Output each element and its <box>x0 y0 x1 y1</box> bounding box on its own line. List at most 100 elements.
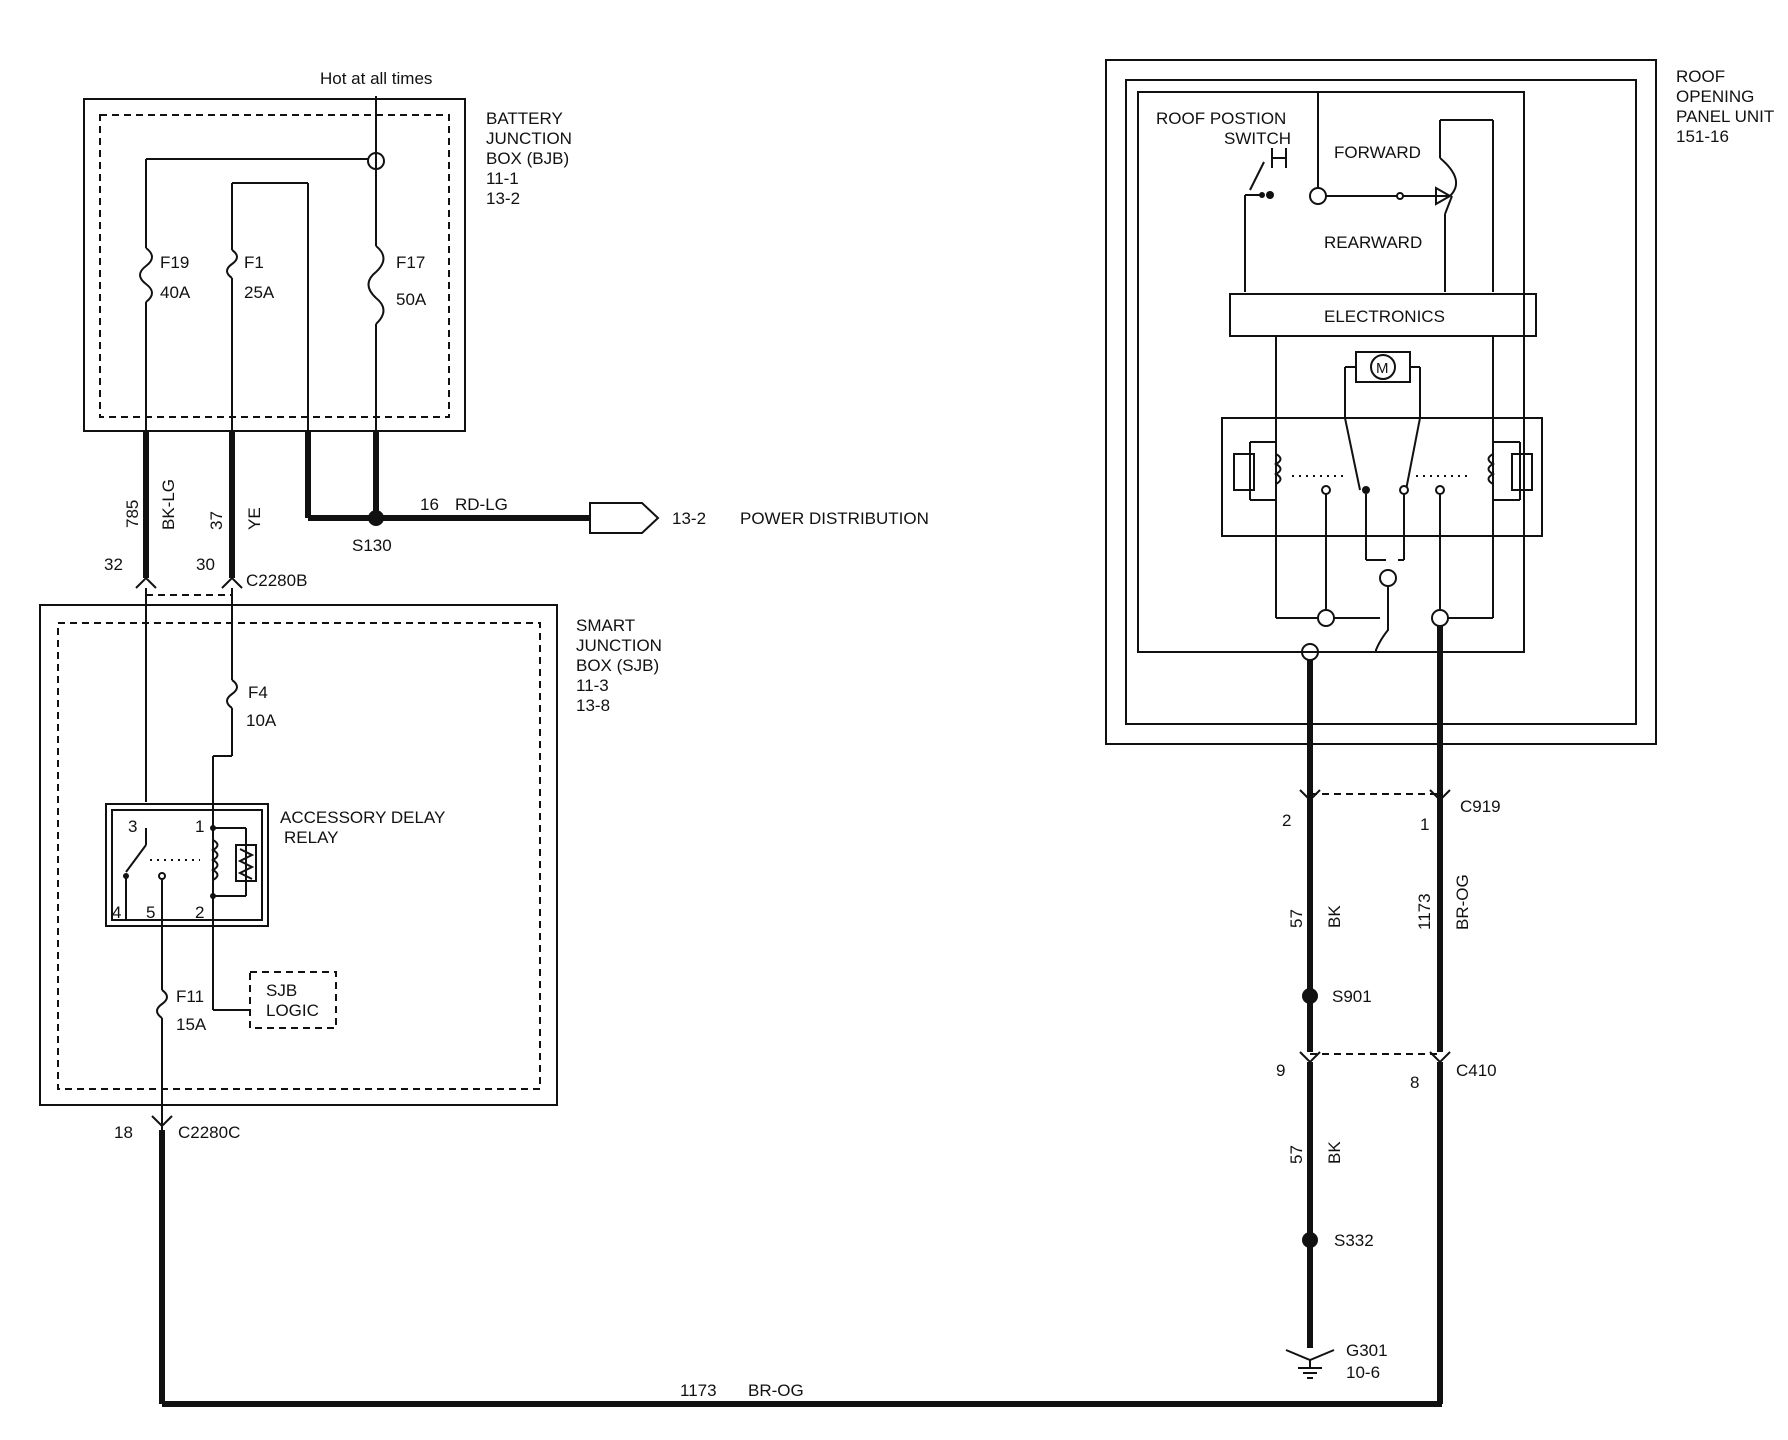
svg-text:F17: F17 <box>396 253 425 272</box>
wire-57-color-a: BK <box>1325 905 1344 928</box>
electronics-block <box>1229 293 1537 337</box>
fuse-f19: F19 40A <box>139 247 191 303</box>
bjb-dashed-boundary <box>99 114 450 418</box>
svg-text:15A: 15A <box>176 1015 207 1034</box>
svg-text:151-16: 151-16 <box>1676 127 1729 146</box>
c919-pin-2: 2 <box>1282 811 1291 830</box>
relay-coil-left <box>1233 441 1282 501</box>
ropu-internal-boundary <box>1137 91 1525 653</box>
svg-text:F19: F19 <box>160 253 189 272</box>
svg-text:50A: 50A <box>396 290 427 309</box>
pin-32: 32 <box>104 555 123 574</box>
pin-30: 30 <box>196 555 215 574</box>
sjb-dashed-boundary <box>57 622 541 1090</box>
c919-pin-1: 1 <box>1420 815 1429 834</box>
relay-label-2: RELAY <box>284 828 339 847</box>
wire-57-color-b: BK <box>1325 1141 1344 1164</box>
svg-text:13-8: 13-8 <box>576 696 610 715</box>
ground-id: G301 <box>1346 1341 1388 1360</box>
switch-junction <box>1309 187 1327 205</box>
svg-text:ROOF: ROOF <box>1676 67 1725 86</box>
svg-text:F4: F4 <box>248 683 268 702</box>
wire-1173-color: BR-OG <box>1453 874 1472 930</box>
svg-text:11-3: 11-3 <box>576 676 609 695</box>
svg-text:10A: 10A <box>246 711 277 730</box>
ropu-label: ROOF OPENING PANEL UNIT 151-16 <box>1676 67 1774 146</box>
svg-text:3: 3 <box>128 817 137 836</box>
wire-785-color: BK-LG <box>159 479 178 530</box>
hot-label: Hot at all times <box>320 69 432 88</box>
relay-label-1: ACCESSORY DELAY <box>280 808 445 827</box>
s332-label: S332 <box>1334 1231 1374 1250</box>
ground-symbol <box>1285 1349 1335 1379</box>
ropu-outer-box <box>1105 59 1657 745</box>
sjb-logic-label-2: LOGIC <box>266 1001 319 1020</box>
svg-text:40A: 40A <box>160 283 191 302</box>
svg-text:4: 4 <box>112 903 121 922</box>
splice-s130 <box>368 510 384 526</box>
accessory-delay-relay: 3 1 4 5 2 <box>105 803 269 927</box>
sjb-logic-label-1: SJB <box>266 981 297 1000</box>
c410-pin-9: 9 <box>1276 1061 1285 1080</box>
splice-s901 <box>1302 988 1318 1004</box>
svg-text:SMART: SMART <box>576 616 635 635</box>
svg-text:5: 5 <box>146 903 155 922</box>
svg-text:OPENING: OPENING <box>1676 87 1754 106</box>
power-distribution-connector <box>589 502 660 534</box>
wire-1173-circuit: 1173 <box>1415 893 1434 930</box>
bottom-wire-circuit: 1173 <box>680 1381 717 1400</box>
connector-c410: C410 <box>1456 1061 1497 1080</box>
forward-label: FORWARD <box>1334 143 1421 162</box>
bjb-label: BATTERY JUNCTION BOX (BJB) 11-1 13-2 <box>486 109 572 208</box>
relay-coil-right <box>1487 441 1533 501</box>
svg-text:1: 1 <box>195 817 204 836</box>
svg-text:M: M <box>1376 360 1389 377</box>
power-destination: POWER DISTRIBUTION <box>740 509 929 528</box>
sjb-logic-box <box>249 971 337 1029</box>
fuse-f1: F1 25A <box>226 249 275 302</box>
svg-text:25A: 25A <box>244 283 275 302</box>
splice-s332 <box>1302 1232 1318 1248</box>
roof-position-switch <box>1245 148 1287 199</box>
sjb-box <box>39 604 558 1106</box>
roof-switch-label-2: SWITCH <box>1224 129 1291 148</box>
svg-text:2: 2 <box>195 903 204 922</box>
svg-text:JUNCTION: JUNCTION <box>486 129 572 148</box>
rearward-label: REARWARD <box>1324 233 1422 252</box>
motor: M <box>1355 351 1411 383</box>
wire-785-circuit: 785 <box>123 500 142 528</box>
wire-37-color: YE <box>245 507 264 530</box>
wire-37-circuit: 37 <box>207 511 226 530</box>
svg-text:BATTERY: BATTERY <box>486 109 563 128</box>
fuse-f17: F17 50A <box>367 245 427 325</box>
power-ref: 13-2 <box>672 509 706 528</box>
bjb-box <box>83 98 466 432</box>
relay-module <box>1221 417 1543 537</box>
power-wire-color: RD-LG <box>455 495 508 514</box>
ground-ref: 10-6 <box>1346 1363 1380 1382</box>
svg-text:13-2: 13-2 <box>486 189 520 208</box>
bottom-wire-color: BR-OG <box>748 1381 804 1400</box>
s901-label: S901 <box>1332 987 1372 1006</box>
connector-c2280b: C2280B <box>246 571 307 590</box>
c410-pin-8: 8 <box>1410 1073 1419 1092</box>
wire-57-circuit-a: 57 <box>1287 909 1306 928</box>
fuse-f4: F4 10A <box>226 679 277 730</box>
svg-text:BOX (SJB): BOX (SJB) <box>576 656 659 675</box>
connector-c919: C919 <box>1460 797 1501 816</box>
svg-text:F1: F1 <box>244 253 264 272</box>
fuse-f11: F11 15A <box>156 987 207 1034</box>
pin-18: 18 <box>114 1123 133 1142</box>
connector-c2280c: C2280C <box>178 1123 240 1142</box>
electronics-label: ELECTRONICS <box>1324 307 1445 326</box>
svg-text:F11: F11 <box>176 987 204 1006</box>
wire-57-circuit-b: 57 <box>1287 1145 1306 1164</box>
svg-text:JUNCTION: JUNCTION <box>576 636 662 655</box>
power-wire-circuit: 16 <box>420 495 439 514</box>
svg-text:BOX (BJB): BOX (BJB) <box>486 149 569 168</box>
svg-text:PANEL UNIT: PANEL UNIT <box>1676 107 1774 126</box>
s130-label: S130 <box>352 536 392 555</box>
svg-text:11-1: 11-1 <box>486 169 519 188</box>
sjb-label: SMART JUNCTION BOX (SJB) 11-3 13-8 <box>576 616 662 715</box>
